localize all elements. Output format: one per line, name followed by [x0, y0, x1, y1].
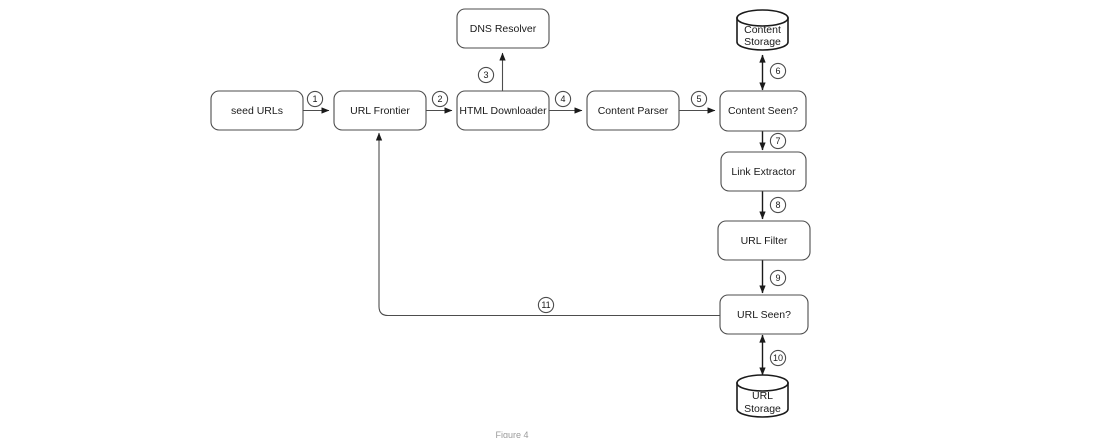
- edge-badge-2-label: 2: [437, 94, 442, 104]
- node-link-extractor-label: Link Extractor: [731, 166, 796, 178]
- edge-badge-1-label: 1: [312, 94, 317, 104]
- node-html-downloader[interactable]: HTML Downloader: [456, 90, 550, 131]
- node-content-parser-label: Content Parser: [598, 105, 669, 117]
- node-url-storage-label-line1: URL: [752, 390, 773, 402]
- edge-badge-8-label: 8: [775, 200, 780, 210]
- node-url-frontier[interactable]: URL Frontier: [333, 90, 427, 131]
- node-html-downloader-label: HTML Downloader: [459, 105, 547, 117]
- node-url-storage[interactable]: URL Storage: [736, 374, 789, 418]
- edge-badge-1: 1: [306, 90, 324, 108]
- edge-badge-6: 6: [769, 62, 787, 80]
- edge-badge-9-label: 9: [775, 273, 780, 283]
- node-content-storage-label-line2: Storage: [744, 36, 781, 48]
- edge-badge-4-label: 4: [560, 94, 565, 104]
- node-url-seen[interactable]: URL Seen?: [719, 294, 809, 335]
- node-url-storage-label-line2: Storage: [744, 403, 781, 415]
- edge-badge-7-label: 7: [775, 136, 780, 146]
- node-link-extractor[interactable]: Link Extractor: [720, 151, 807, 192]
- node-content-seen-label: Content Seen?: [728, 105, 798, 117]
- edge-badge-10-label: 10: [773, 353, 783, 363]
- edge-badge-10: 10: [769, 349, 787, 367]
- edge-11-url-seen-to-url-frontier: [375, 132, 720, 317]
- node-url-frontier-label: URL Frontier: [350, 105, 410, 117]
- node-url-filter-label: URL Filter: [741, 235, 788, 247]
- node-content-parser[interactable]: Content Parser: [586, 90, 680, 131]
- node-seed-urls-label: seed URLs: [231, 105, 283, 117]
- edge-badge-5: 5: [690, 90, 708, 108]
- edge-badge-11: 11: [537, 296, 555, 314]
- node-content-storage[interactable]: Content Storage: [736, 9, 789, 51]
- node-content-seen[interactable]: Content Seen?: [719, 90, 807, 132]
- node-dns-resolver[interactable]: DNS Resolver: [456, 8, 550, 49]
- edge-badge-2: 2: [431, 90, 449, 108]
- edge-badge-4: 4: [554, 90, 572, 108]
- figure-caption: Figure 4: [495, 430, 528, 438]
- edge-badge-8: 8: [769, 196, 787, 214]
- edge-badge-3-label: 3: [483, 70, 488, 80]
- edge-badge-9: 9: [769, 269, 787, 287]
- edge-badge-7: 7: [769, 132, 787, 150]
- node-seed-urls[interactable]: seed URLs: [210, 90, 304, 131]
- node-content-storage-label-line1: Content: [744, 24, 781, 36]
- node-url-seen-label: URL Seen?: [737, 309, 791, 321]
- node-url-filter[interactable]: URL Filter: [717, 220, 811, 261]
- edge-badge-5-label: 5: [696, 94, 701, 104]
- edge-badge-11-label: 11: [541, 300, 550, 310]
- edge-badge-6-label: 6: [775, 66, 780, 76]
- node-dns-resolver-label: DNS Resolver: [470, 23, 537, 35]
- edge-badge-3: 3: [477, 66, 495, 84]
